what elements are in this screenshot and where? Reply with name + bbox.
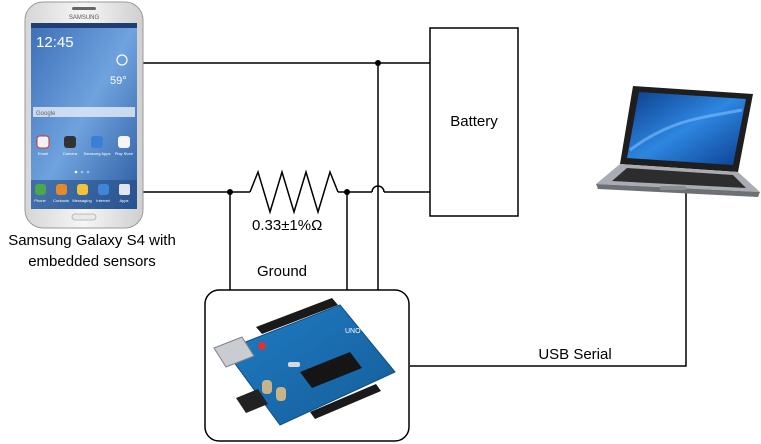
- capacitor: [276, 387, 286, 401]
- junction-right: [344, 189, 350, 195]
- app-camera-icon: [64, 136, 76, 148]
- board-logo: UNO: [345, 328, 361, 335]
- dock-label-3: Messaging: [72, 198, 91, 203]
- app-samsung-apps-icon: [91, 136, 103, 148]
- phone-caption-line2: embedded sensors: [28, 253, 156, 270]
- ground-label: Ground: [257, 263, 307, 280]
- page-dot: [80, 170, 84, 174]
- junction-left: [227, 189, 233, 195]
- phone-caption-line1: Samsung Galaxy S4 with: [8, 232, 176, 249]
- laptop-screen: [627, 92, 746, 165]
- dock-label-2: Contacts: [53, 198, 69, 203]
- laptop-front-edge: [596, 184, 760, 197]
- dock-contacts-icon: [56, 184, 67, 195]
- battery-label: Battery: [450, 113, 498, 130]
- search-bar: [33, 107, 135, 117]
- analog-header: [310, 384, 381, 419]
- phone-image: SAMSUNG 12:45 59° Google Email Camera Sa…: [24, 1, 144, 229]
- reset-button: [258, 342, 266, 350]
- phone-time: 12:45: [36, 34, 74, 51]
- junction-top: [375, 60, 381, 66]
- crystal: [288, 362, 300, 367]
- status-bar: [31, 23, 137, 28]
- home-button: [71, 213, 97, 221]
- laptop-image: [596, 86, 760, 197]
- wire-usb: [410, 192, 687, 367]
- app-label-1: Email: [38, 151, 48, 156]
- usb-port: [213, 336, 255, 368]
- dock-phone-icon: [35, 184, 46, 195]
- usb-serial-label: USB Serial: [538, 346, 611, 363]
- dock-label-4: Internet: [96, 198, 110, 203]
- app-email-icon: [36, 135, 50, 149]
- speaker-grille: [72, 7, 96, 10]
- digital-header: [256, 298, 338, 334]
- wires: [142, 60, 687, 367]
- app-label-2: Camera: [63, 151, 78, 156]
- phone-temperature: 59°: [110, 75, 127, 87]
- battery-box: [429, 27, 519, 217]
- dock-internet-icon: [98, 184, 109, 195]
- dock-label-1: Phone: [34, 198, 46, 203]
- capacitor: [262, 380, 272, 394]
- resistor-zigzag: [249, 169, 339, 215]
- microcontroller-chip: [300, 352, 362, 388]
- battery: Battery: [429, 27, 519, 217]
- arduino-block: UNO: [204, 289, 410, 442]
- dock-apps-icon: [119, 184, 130, 195]
- phone-brand: SAMSUNG: [69, 15, 100, 21]
- app-label-4: Play Store: [115, 151, 134, 156]
- weather-sun-icon: [116, 54, 128, 66]
- laptop-keyboard: [612, 168, 746, 188]
- touchpad: [660, 186, 686, 190]
- dock-label-5: Apps: [119, 198, 128, 203]
- screen-swoosh: [629, 108, 743, 152]
- page-dot: [74, 170, 78, 174]
- dock-messaging-icon: [77, 184, 88, 195]
- power-jack: [236, 389, 268, 413]
- resistor-label: 0.33±1%Ω: [252, 217, 322, 234]
- search-bar-text: Google: [36, 111, 56, 117]
- app-play-store-icon: [118, 136, 130, 148]
- app-label-3: Samsung Apps: [84, 151, 111, 156]
- page-dot: [86, 170, 90, 174]
